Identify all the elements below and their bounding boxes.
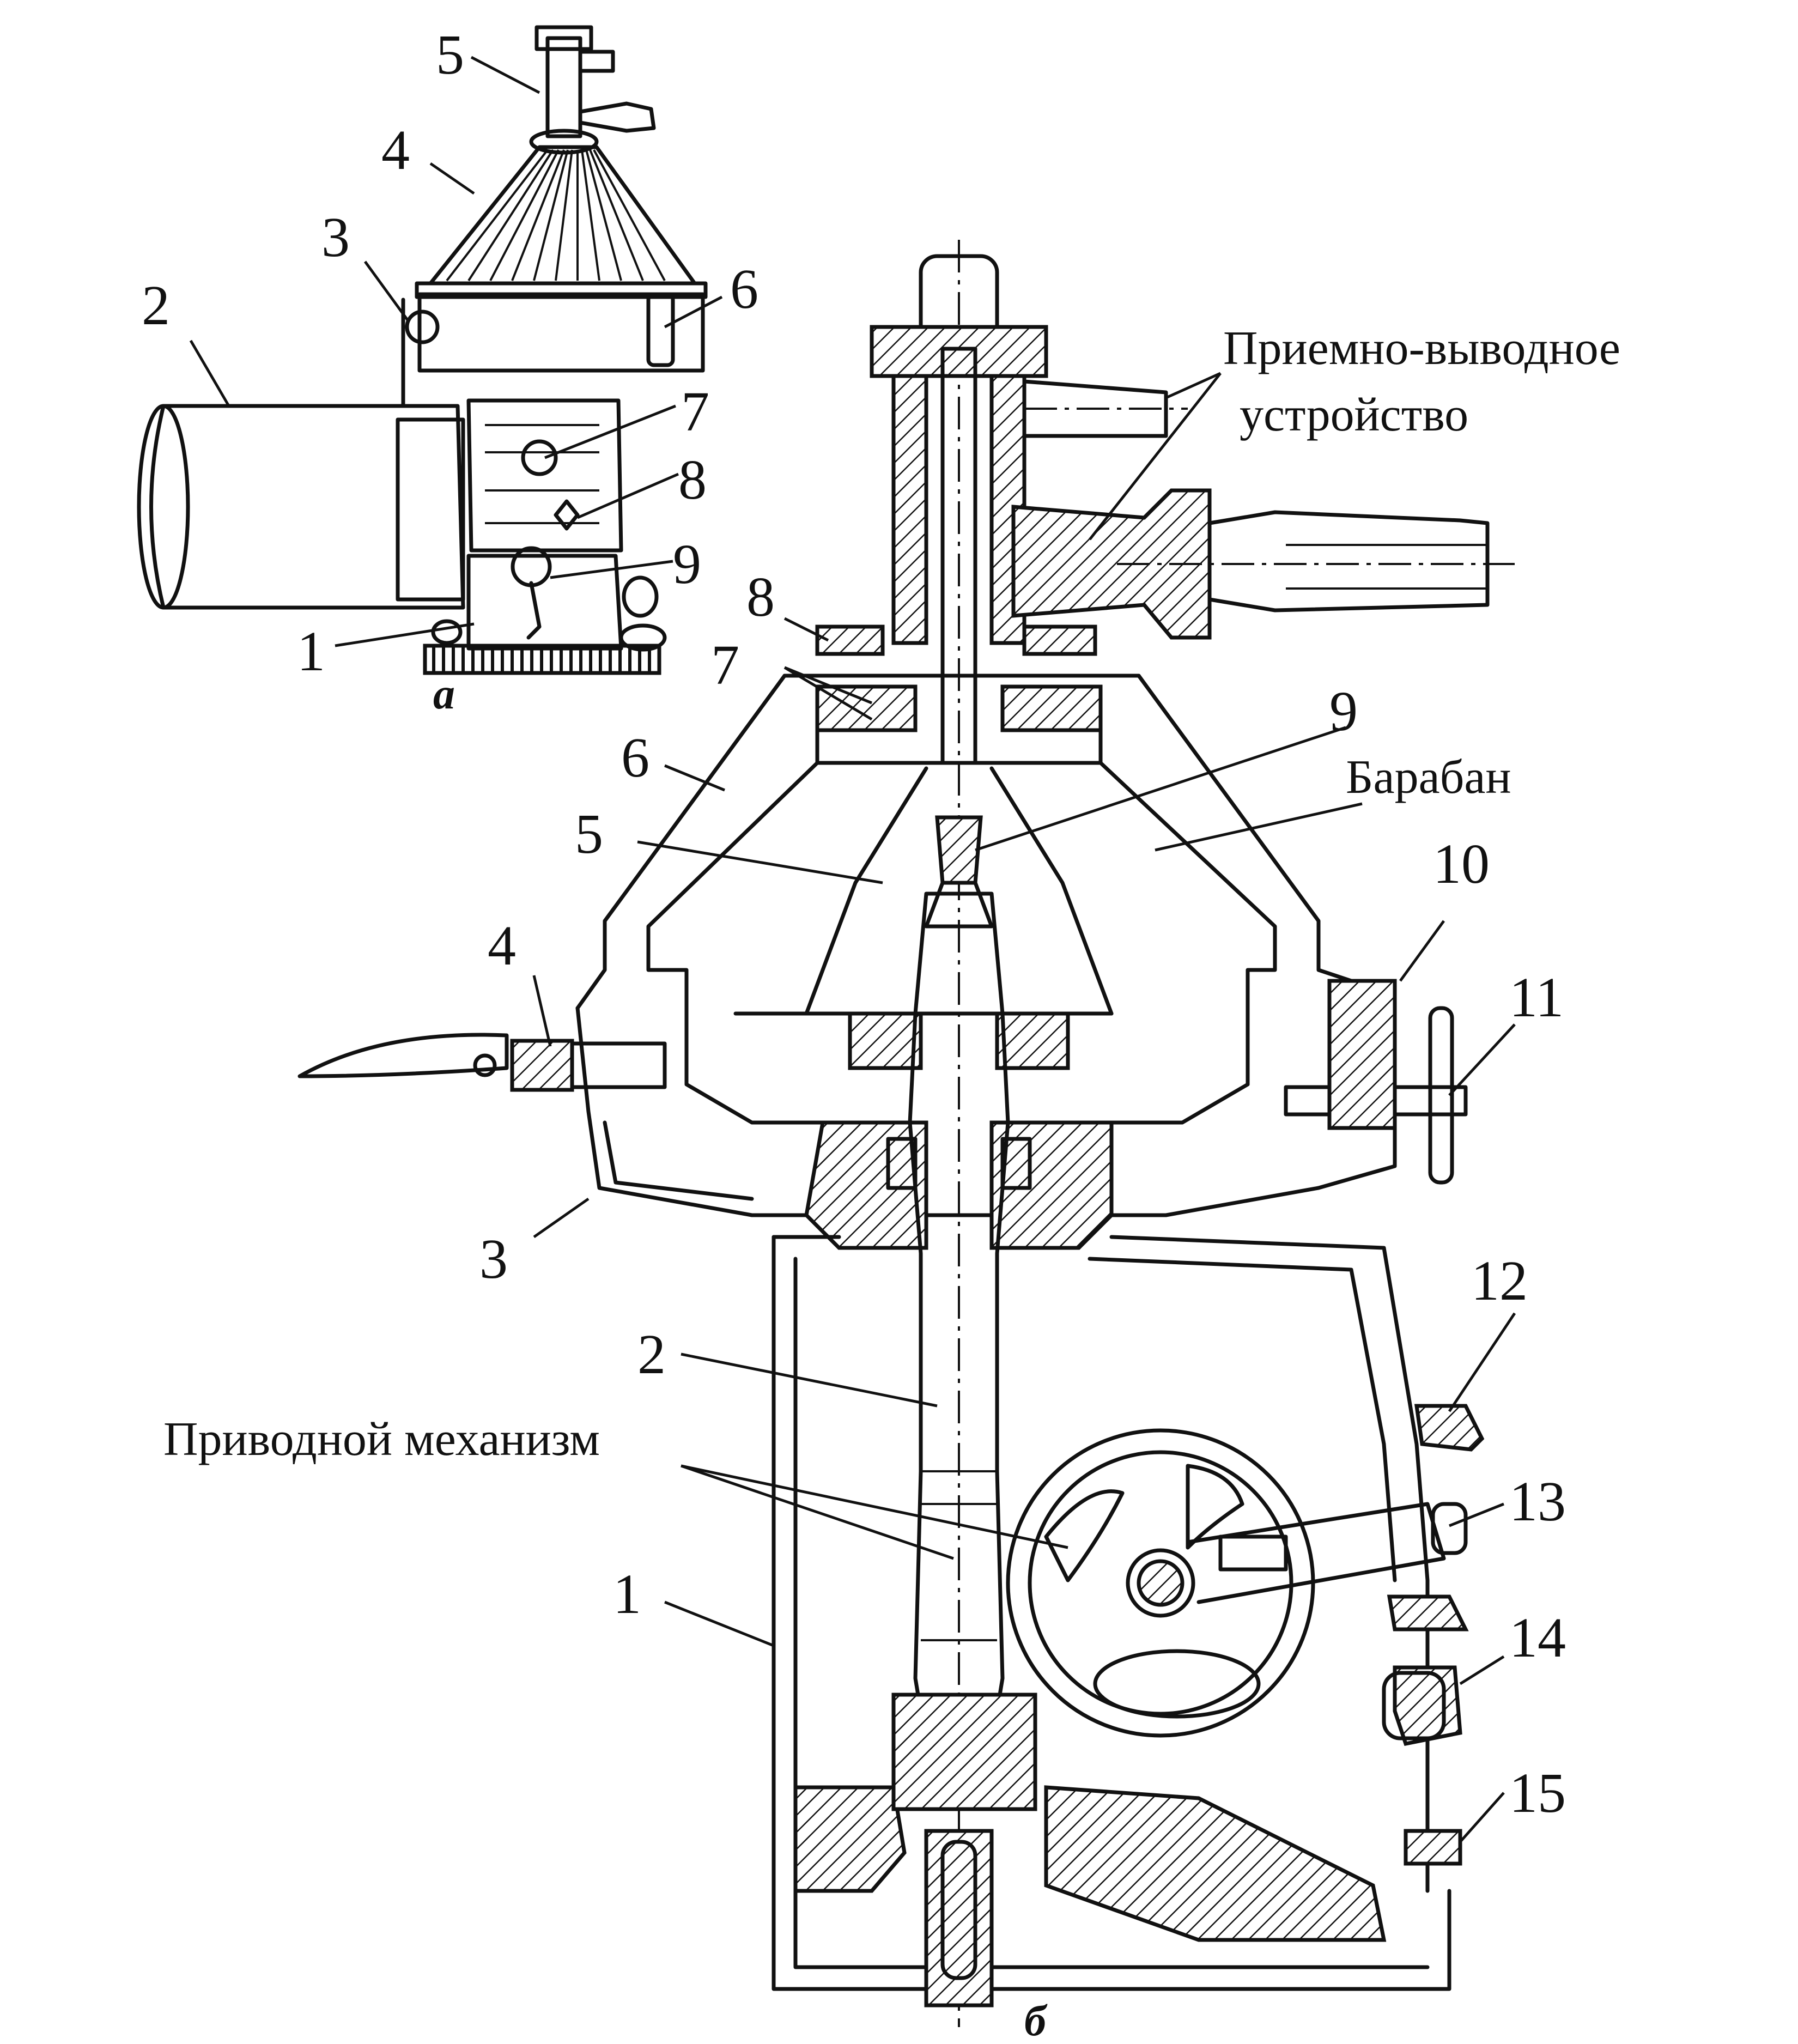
- callout-b-2: 2: [637, 1323, 666, 1386]
- callout-b-12: 12: [1471, 1250, 1528, 1312]
- callout-b-3: 3: [479, 1228, 508, 1290]
- callout-b-15: 15: [1509, 1762, 1566, 1824]
- callout-a-3: 3: [321, 206, 350, 269]
- callout-a-1: 1: [297, 620, 325, 683]
- callout-b-14: 14: [1509, 1606, 1566, 1669]
- callout-a-8: 8: [678, 448, 707, 511]
- caption-inlet-outlet-line1: Приемно-выводное: [1223, 322, 1620, 375]
- callout-a-9: 9: [673, 533, 701, 596]
- sublabel-b: б: [1024, 1997, 1048, 2044]
- callout-a-4: 4: [381, 119, 410, 181]
- figure-b-section-view: Приемно-выводное устройство Барабан Прив…: [163, 240, 1620, 2044]
- callout-b-8: 8: [746, 566, 775, 628]
- caption-drum: Барабан: [1346, 751, 1511, 804]
- callout-b-9: 9: [1329, 680, 1358, 743]
- callout-a-5: 5: [436, 23, 464, 86]
- callout-b-6: 6: [621, 726, 649, 789]
- callout-a-2: 2: [142, 274, 170, 337]
- caption-inlet-outlet-line2: устройство: [1240, 389, 1468, 441]
- callout-a-7: 7: [681, 380, 709, 443]
- sublabel-a: а: [433, 670, 455, 718]
- figure-a-external-view: 5 4 3 2 6 7 8 9 1 а: [137, 23, 758, 718]
- caption-drive: Приводной механизм: [163, 1413, 600, 1466]
- callout-b-1: 1: [613, 1563, 641, 1626]
- callout-b-5: 5: [575, 803, 603, 865]
- callout-a-6: 6: [730, 258, 758, 320]
- callout-b-4: 4: [488, 914, 516, 977]
- callout-b-10: 10: [1433, 833, 1490, 895]
- callout-b-13: 13: [1509, 1470, 1566, 1533]
- callout-b-11: 11: [1509, 966, 1564, 1029]
- callout-b-7: 7: [711, 634, 739, 696]
